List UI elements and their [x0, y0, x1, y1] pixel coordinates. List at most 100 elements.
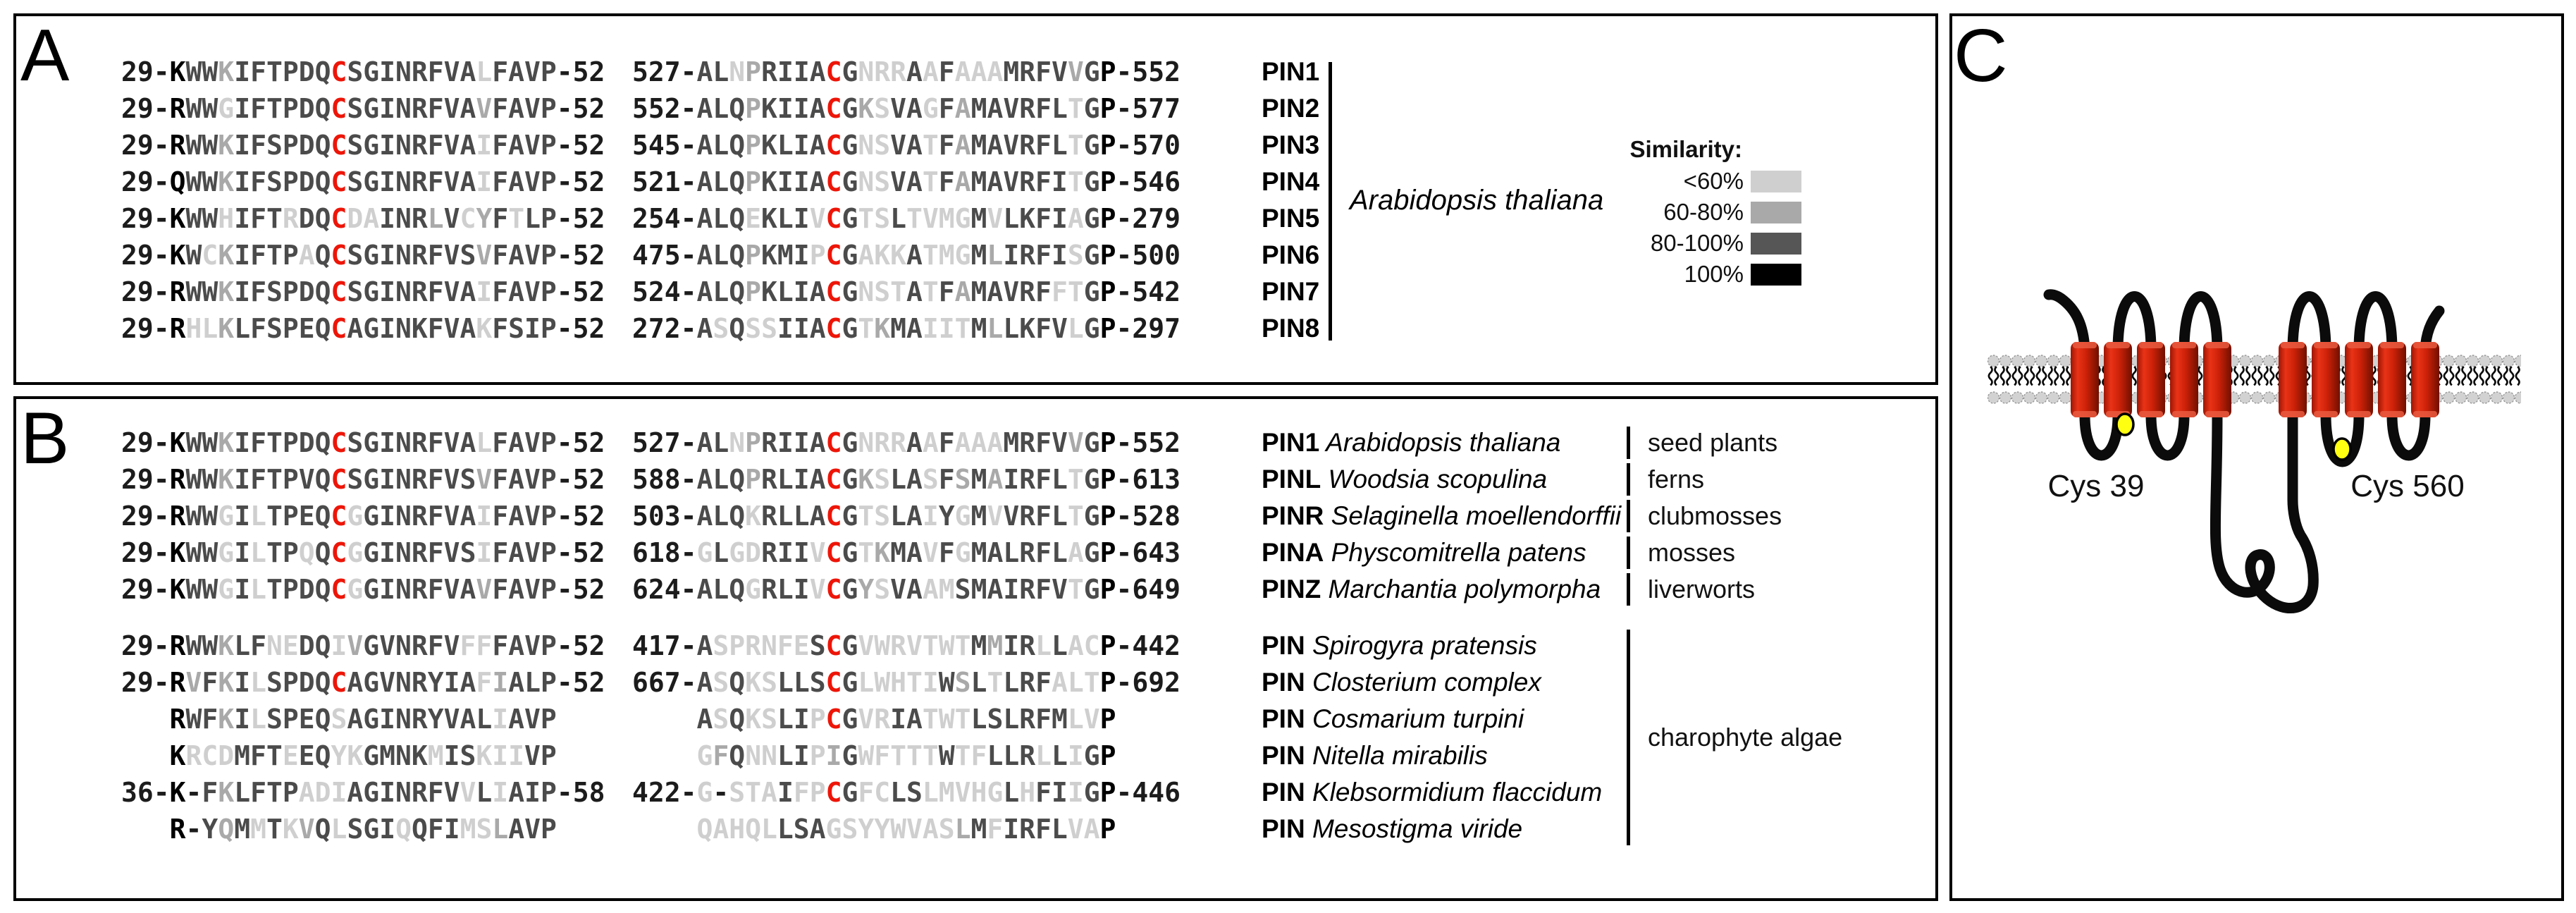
- sequence-segment: RLI: [761, 574, 810, 605]
- sequence-segment: H: [1019, 777, 1036, 808]
- sequence-segment: -446: [1116, 777, 1181, 808]
- sequence-segment: C: [331, 667, 347, 698]
- sequence-segment: S: [874, 93, 891, 124]
- sequence-segment: WW: [185, 501, 218, 532]
- sequence-segment: LP: [524, 203, 557, 234]
- sequence-segment: TS: [858, 501, 891, 532]
- sequence-segment: -52: [556, 427, 605, 458]
- tm-helix-7: [2312, 342, 2340, 417]
- sequence-segment: L: [250, 574, 266, 605]
- sequence-segment: SGINRFVA: [347, 276, 476, 307]
- sequence-segment: P: [1099, 704, 1116, 735]
- sequence-segment: V: [460, 777, 476, 808]
- sequence-segment: K: [169, 240, 186, 271]
- sequence-segment: G: [842, 240, 858, 271]
- sequence-segment: K: [169, 777, 186, 808]
- sequence-segment: T: [858, 537, 875, 568]
- sequence-segment: G: [696, 777, 713, 808]
- top-loop: [2112, 291, 2157, 356]
- bottom-loop: [2386, 410, 2431, 461]
- sequence-segment: A: [1067, 203, 1084, 234]
- sequence-segment: I: [777, 777, 794, 808]
- sequence-segment: RLIA: [761, 464, 826, 495]
- sequence-segment: C: [1083, 630, 1100, 661]
- sequence-segment: I: [492, 667, 509, 698]
- similarity-legend-swatch: [1751, 201, 1801, 223]
- sequence-segment: F: [938, 276, 955, 307]
- sequence-segment: -297: [1116, 313, 1181, 344]
- similarity-legend-label: 100%: [1684, 261, 1744, 287]
- sequence-segment: W: [185, 240, 202, 271]
- sequence-segment: -52: [556, 630, 605, 661]
- sequence-segment: G: [842, 166, 858, 197]
- sequence-segment: T: [1067, 464, 1084, 495]
- sequence-segment: S: [954, 464, 971, 495]
- sequence-segment: L: [331, 814, 347, 845]
- group-label: clubmosses: [1648, 501, 1782, 530]
- sequence-segment: -528: [1116, 501, 1181, 532]
- sequence-segment: I: [234, 537, 251, 568]
- sequence-segment: W: [938, 740, 955, 771]
- cys39-residue-dot: [2115, 412, 2135, 436]
- sequence-segment: 29-: [121, 464, 170, 495]
- sequence-segment: NRR: [858, 427, 906, 458]
- sequence-segment: DQ: [298, 203, 331, 234]
- sequence-segment: AGVNRYIA: [347, 667, 476, 698]
- sequence-segment: 29-: [121, 574, 170, 605]
- protein-name: PIN5: [1262, 204, 1320, 233]
- sequence-segment: WW: [185, 93, 218, 124]
- sequence-segment: A: [1067, 537, 1084, 568]
- sequence-segment: NST: [858, 276, 906, 307]
- sequence-segment: G: [1083, 203, 1100, 234]
- sequence-segment: C: [331, 130, 347, 161]
- sequence-segment: MA: [970, 574, 1004, 605]
- sequence-text: 29-QWWKIFSPDQCSGINRFVAIFAVP-52: [121, 164, 605, 200]
- sequence-segment: G: [1083, 93, 1100, 124]
- sequence-segment: L: [492, 814, 509, 845]
- sequence-segment: VRFL: [1003, 501, 1068, 532]
- sequence-segment: 29-: [121, 276, 170, 307]
- sequence-segment: S: [954, 667, 971, 698]
- sequence-segment: [632, 740, 697, 771]
- alignment-row: KRCDMFTEEQYKGMNKMISKIIVP GFQNNLIPIGWFTTT…: [16, 737, 1935, 774]
- cys560-residue-dot: [2332, 437, 2352, 461]
- sequence-segment: K: [169, 56, 186, 87]
- sequence-segment: GVNRFV: [363, 630, 460, 661]
- sequence-segment: F: [492, 203, 509, 234]
- sequence-segment: R: [169, 464, 186, 495]
- sequence-segment: NN: [745, 740, 777, 771]
- sequence-segment: P: [745, 240, 762, 271]
- sequence-text: 29-KWWKIFTPDQCSGINRFVALFAVP-52: [121, 54, 605, 90]
- sequence-segment: K: [218, 240, 235, 271]
- protein-name: PIN8: [1262, 314, 1320, 343]
- sequence-segment: IA: [890, 704, 923, 735]
- sequence-segment: G: [842, 777, 858, 808]
- sequence-segment: K: [874, 537, 891, 568]
- sequence-segment: G: [842, 704, 858, 735]
- sequence-segment: G: [842, 427, 858, 458]
- sequence-segment: G: [1083, 166, 1100, 197]
- similarity-legend-title: Similarity:: [1629, 136, 1742, 162]
- sequence-segment: Q: [729, 704, 746, 735]
- sequence-segment: K: [169, 427, 186, 458]
- similarity-legend-item: 100%: [1535, 261, 1801, 288]
- sequence-segment: F: [938, 93, 955, 124]
- sequence-segment: N: [729, 56, 746, 87]
- sequence-segment: QFI: [411, 814, 460, 845]
- sequence-segment: S: [874, 464, 891, 495]
- sequence-segment: -52: [556, 667, 605, 698]
- tm-helix-4: [2170, 342, 2198, 417]
- sequence-segment: 527-: [632, 427, 697, 458]
- sequence-text: 475-ALQPKMIPCGAKKATMGMLIRFISGP-500: [632, 237, 1181, 274]
- sequence-segment: WW: [185, 130, 218, 161]
- sequence-segment: K: [745, 501, 762, 532]
- similarity-legend-items: <60%60-80%80-100%100%: [1535, 168, 1801, 288]
- sequence-segment: WW: [185, 56, 218, 87]
- protein-name: PINA Physcomitrella patens: [1262, 534, 1586, 571]
- sequence-segment: VR: [858, 704, 891, 735]
- sequence-text: 29-KWCKIFTPAQCSGINRFVSVFAVP-52: [121, 237, 605, 274]
- sequence-segment: F: [987, 814, 1004, 845]
- sequence-segment: EQ: [298, 740, 331, 771]
